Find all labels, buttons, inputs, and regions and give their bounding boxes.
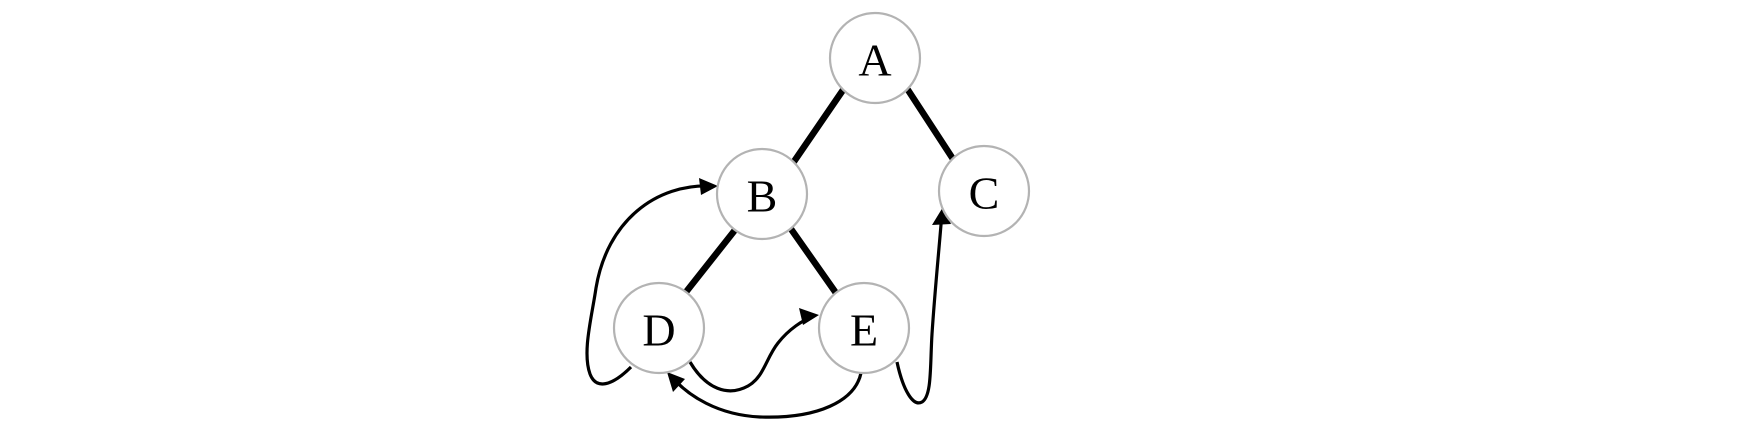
node-e[interactable]: E <box>817 281 911 375</box>
tree-edge-group <box>682 86 957 297</box>
tree-edge-a-b <box>789 86 847 167</box>
node-a-circle[interactable] <box>828 11 922 105</box>
node-d[interactable]: D <box>612 281 706 375</box>
curve-edge-e-to-c <box>895 211 944 405</box>
node-b-circle[interactable] <box>715 147 809 241</box>
arrow-head-d-to-e <box>799 308 819 325</box>
node-e-circle[interactable] <box>817 281 911 375</box>
node-d-circle[interactable] <box>612 281 706 375</box>
node-a[interactable]: A <box>828 11 922 105</box>
curve-edge-d-to-b <box>585 184 714 386</box>
node-a-label: A <box>858 35 891 86</box>
node-d-label: D <box>642 305 675 356</box>
tree-edge-b-d <box>682 226 739 296</box>
tree-edge-a-c <box>904 86 957 163</box>
arrow-head-e-to-d <box>667 372 685 392</box>
arrow-head-d-to-b <box>699 178 718 195</box>
curved-edge-group <box>585 178 951 419</box>
arrow-head-e-to-c <box>932 207 951 225</box>
node-e-label: E <box>850 305 878 356</box>
curve-edge-e-to-d <box>669 372 863 419</box>
node-b-label: B <box>747 171 778 222</box>
node-c-label: C <box>969 168 1000 219</box>
node-b[interactable]: B <box>715 147 809 241</box>
node-c-circle[interactable] <box>937 144 1031 238</box>
node-group: A B C D E <box>612 11 1031 375</box>
tree-edge-b-e <box>787 225 840 297</box>
curve-edge-d-to-e <box>688 314 815 393</box>
node-c[interactable]: C <box>937 144 1031 238</box>
